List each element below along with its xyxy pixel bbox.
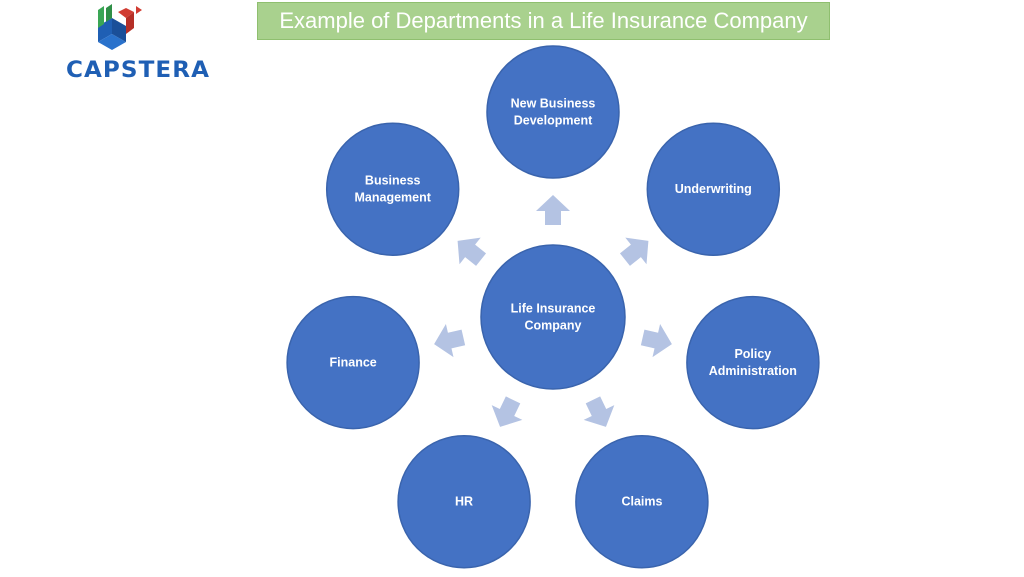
department-circle bbox=[646, 122, 781, 256]
arrow-to-underwriting bbox=[619, 237, 649, 266]
department-node-claims: Claims bbox=[575, 434, 709, 569]
arrow-to-new-business-development bbox=[536, 195, 570, 225]
department-node-underwriting: Underwriting bbox=[646, 122, 781, 256]
logo-text: CAPSTERA bbox=[66, 58, 211, 83]
department-circle bbox=[575, 434, 709, 569]
department-node-finance: Finance bbox=[286, 295, 420, 430]
arrow-to-business-management bbox=[457, 237, 487, 266]
department-circle bbox=[686, 295, 820, 430]
capstera-logo: CAPSTERA bbox=[62, 4, 228, 84]
department-label: Finance bbox=[330, 356, 377, 370]
department-node-hr: HR bbox=[397, 434, 531, 569]
arrow-to-finance bbox=[434, 324, 466, 358]
page-title: Example of Departments in a Life Insuran… bbox=[257, 2, 830, 40]
department-circle bbox=[486, 45, 620, 179]
arrow-to-hr bbox=[491, 396, 523, 427]
department-circle bbox=[325, 122, 460, 256]
capstera-cube-logo-icon bbox=[98, 4, 142, 50]
department-label: Underwriting bbox=[675, 182, 752, 196]
arrow-to-policy-administration bbox=[640, 324, 672, 358]
department-label: HR bbox=[455, 495, 473, 509]
department-circle bbox=[397, 434, 531, 569]
center-circle bbox=[480, 244, 626, 390]
arrow-to-claims bbox=[583, 396, 615, 427]
department-label: Claims bbox=[621, 495, 662, 509]
department-circle bbox=[286, 295, 420, 430]
